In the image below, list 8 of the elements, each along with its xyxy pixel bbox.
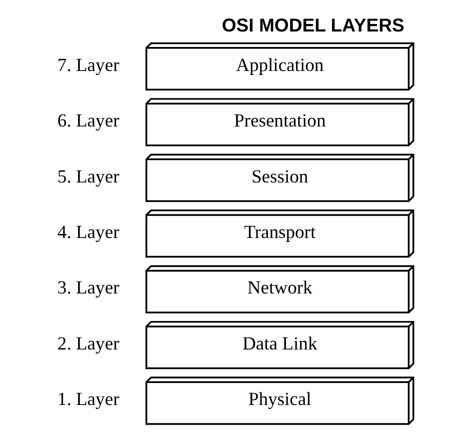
node-label: 2. Layer (56, 333, 119, 354)
node-label: 7. Layer (56, 54, 119, 76)
node-label: 3. Layer (56, 278, 119, 299)
node-label: 1. Layer (56, 389, 119, 410)
diagram-title: OSI MODEL LAYERS (221, 14, 404, 36)
node-label: 4. Layer (56, 222, 119, 243)
node-label: 6. Layer (56, 110, 119, 132)
node-label: 5. Layer (56, 166, 119, 188)
